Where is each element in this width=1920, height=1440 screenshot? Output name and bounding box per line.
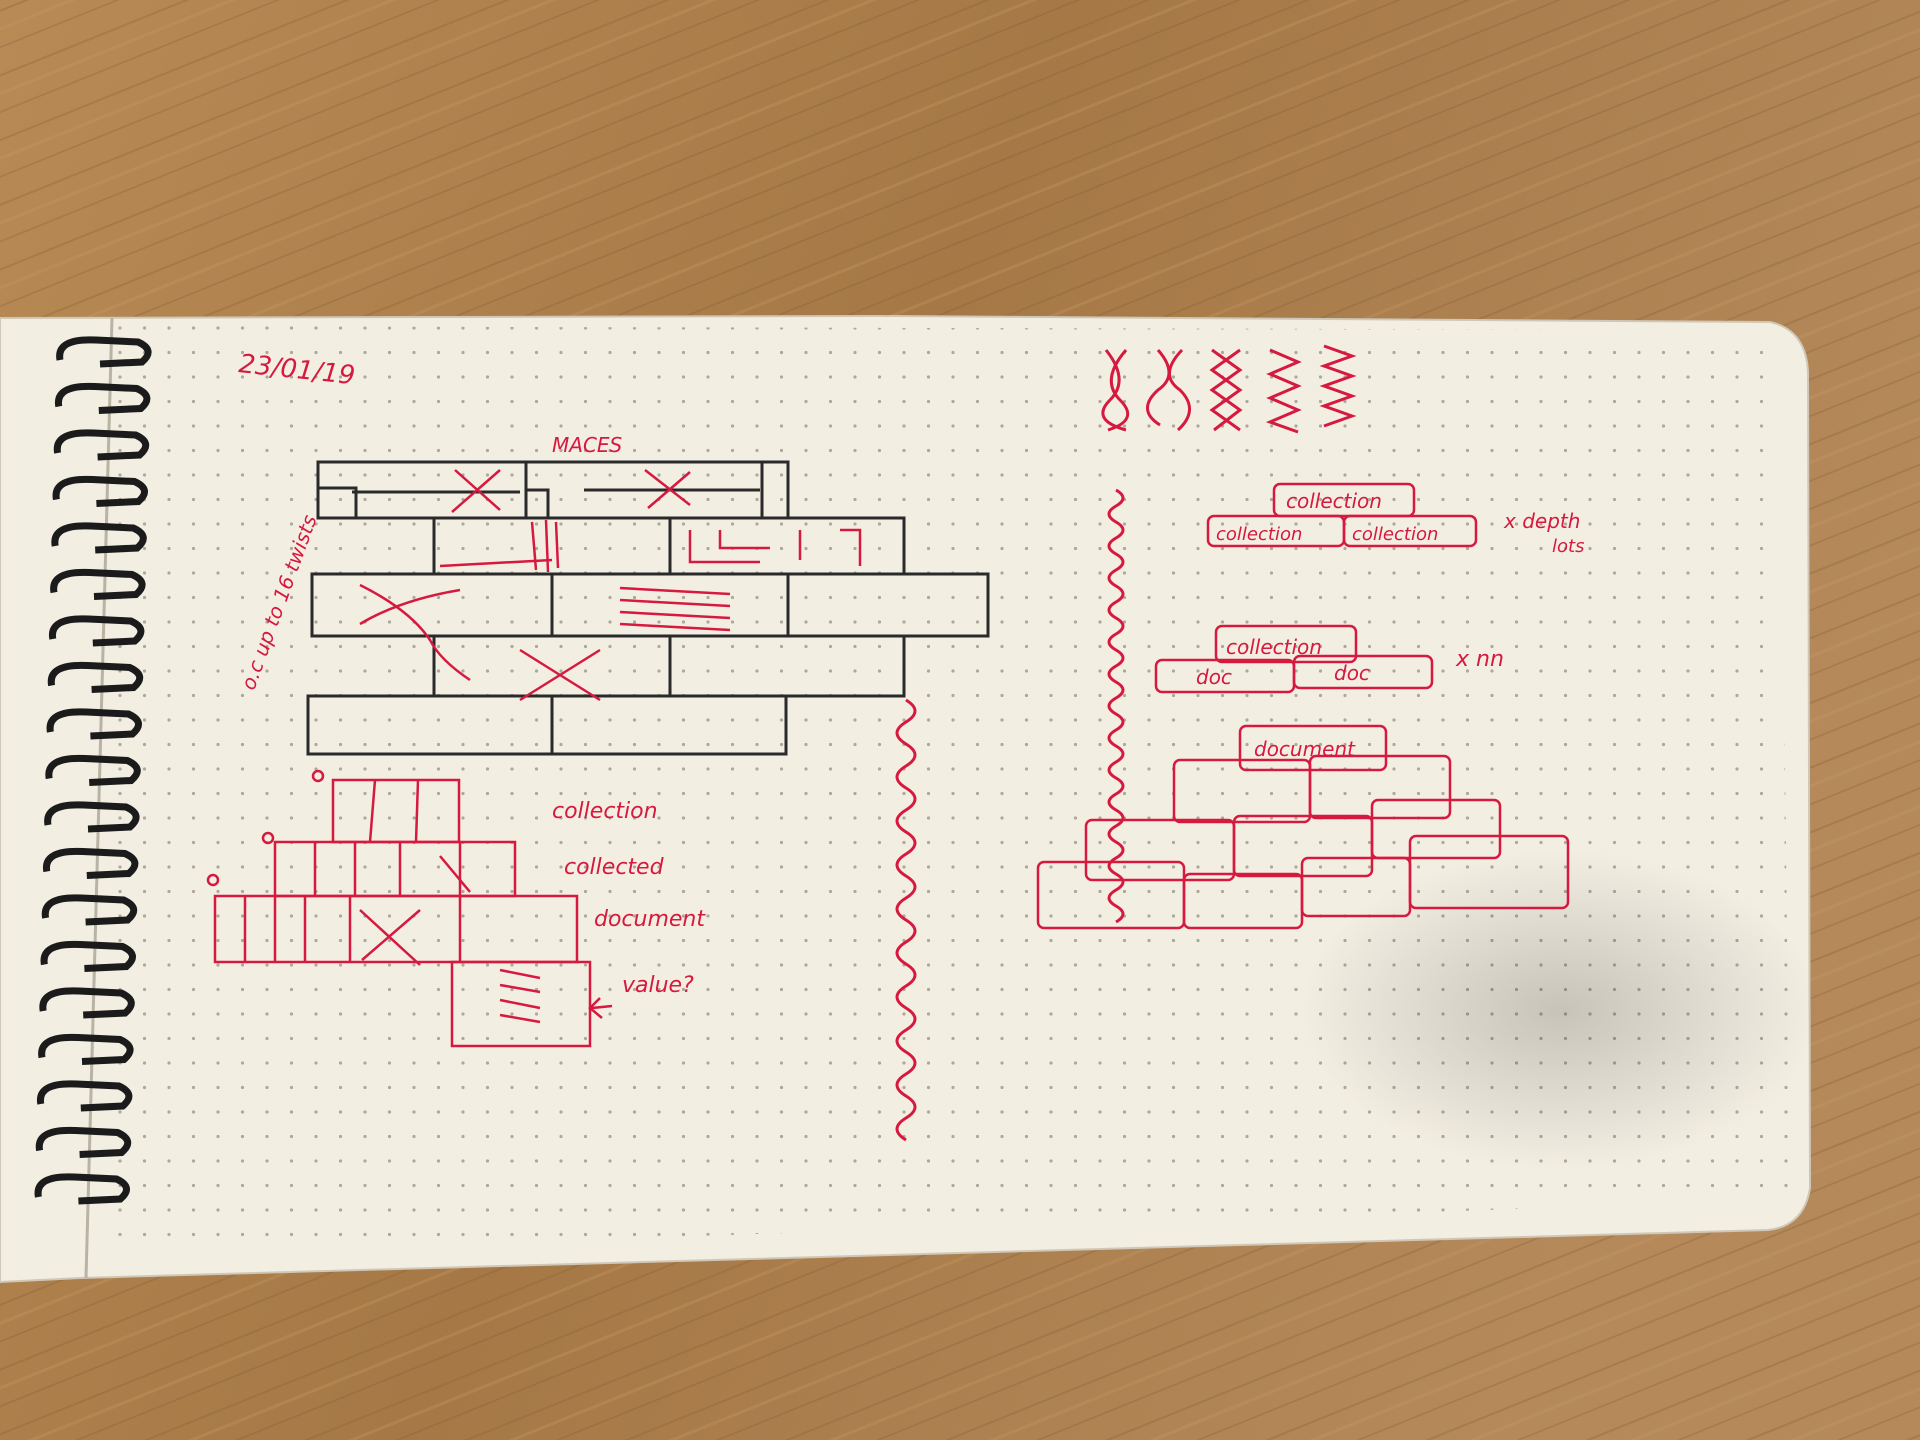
spiral-ring — [51, 522, 147, 554]
spiral-ring — [36, 1080, 133, 1112]
depth-note-2: lots — [1552, 536, 1584, 557]
hand-shadow — [1300, 850, 1820, 1170]
stack-box — [1272, 482, 1416, 518]
doc-stack — [1154, 624, 1434, 694]
spiral-ring — [54, 382, 151, 414]
note-document: document — [594, 907, 706, 932]
spiral-ring — [45, 754, 141, 786]
spiral-ring — [35, 1126, 132, 1158]
spiral-ring — [39, 987, 135, 1019]
stack2-right-label: doc — [1334, 661, 1370, 685]
stack2-left-label: doc — [1196, 665, 1232, 689]
stack-box — [1238, 724, 1388, 772]
document-pyramid — [1036, 724, 1570, 930]
brick — [450, 960, 592, 1048]
stack2-top-label: collection — [1226, 635, 1322, 659]
note-collection: collection — [552, 799, 658, 824]
spiral-ring — [44, 801, 140, 833]
red-sketch-marks — [359, 469, 862, 702]
stack3-top-label: document — [1254, 737, 1356, 761]
twist-samples — [1101, 344, 1357, 434]
stack-box — [1292, 654, 1434, 690]
spiral-ring — [42, 847, 139, 879]
stack-box — [1214, 624, 1358, 664]
brick — [1370, 798, 1502, 860]
note-collected: collected — [564, 855, 665, 880]
note-value: value? — [622, 973, 694, 998]
stack-top-label: collection — [1286, 489, 1382, 513]
spiral-ring — [41, 894, 138, 926]
stack-box — [1342, 514, 1478, 548]
spiral-ring — [40, 940, 136, 972]
nn-note: x nn — [1455, 647, 1504, 672]
spiral-ring — [47, 661, 144, 693]
spiral-ring — [34, 1173, 130, 1205]
brick — [213, 894, 579, 964]
spiral-ring — [52, 475, 148, 507]
depth-note: x depth — [1503, 509, 1580, 533]
hatched-block — [316, 486, 358, 520]
red-twist-strand-right — [1107, 488, 1125, 924]
black-brick-sketch — [306, 460, 990, 756]
spiral-ring — [53, 429, 150, 461]
spiral-ring — [56, 336, 152, 368]
spiral-ring — [46, 708, 142, 740]
stack-right-label: collection — [1352, 524, 1438, 545]
spiral-ring — [50, 568, 146, 600]
spiral-ring — [48, 615, 145, 647]
notebook — [0, 314, 1820, 1284]
brick — [1408, 834, 1570, 910]
red-twist-strand — [895, 698, 917, 1142]
stack-left-label: collection — [1216, 524, 1302, 545]
red-pyramid-left — [206, 769, 613, 1048]
spiral-binding — [34, 336, 152, 1205]
maces-label: MACES — [552, 433, 623, 457]
collection-stack — [1206, 482, 1478, 548]
spiral-ring — [38, 1033, 134, 1065]
brick — [306, 694, 788, 756]
brick — [1308, 754, 1452, 820]
